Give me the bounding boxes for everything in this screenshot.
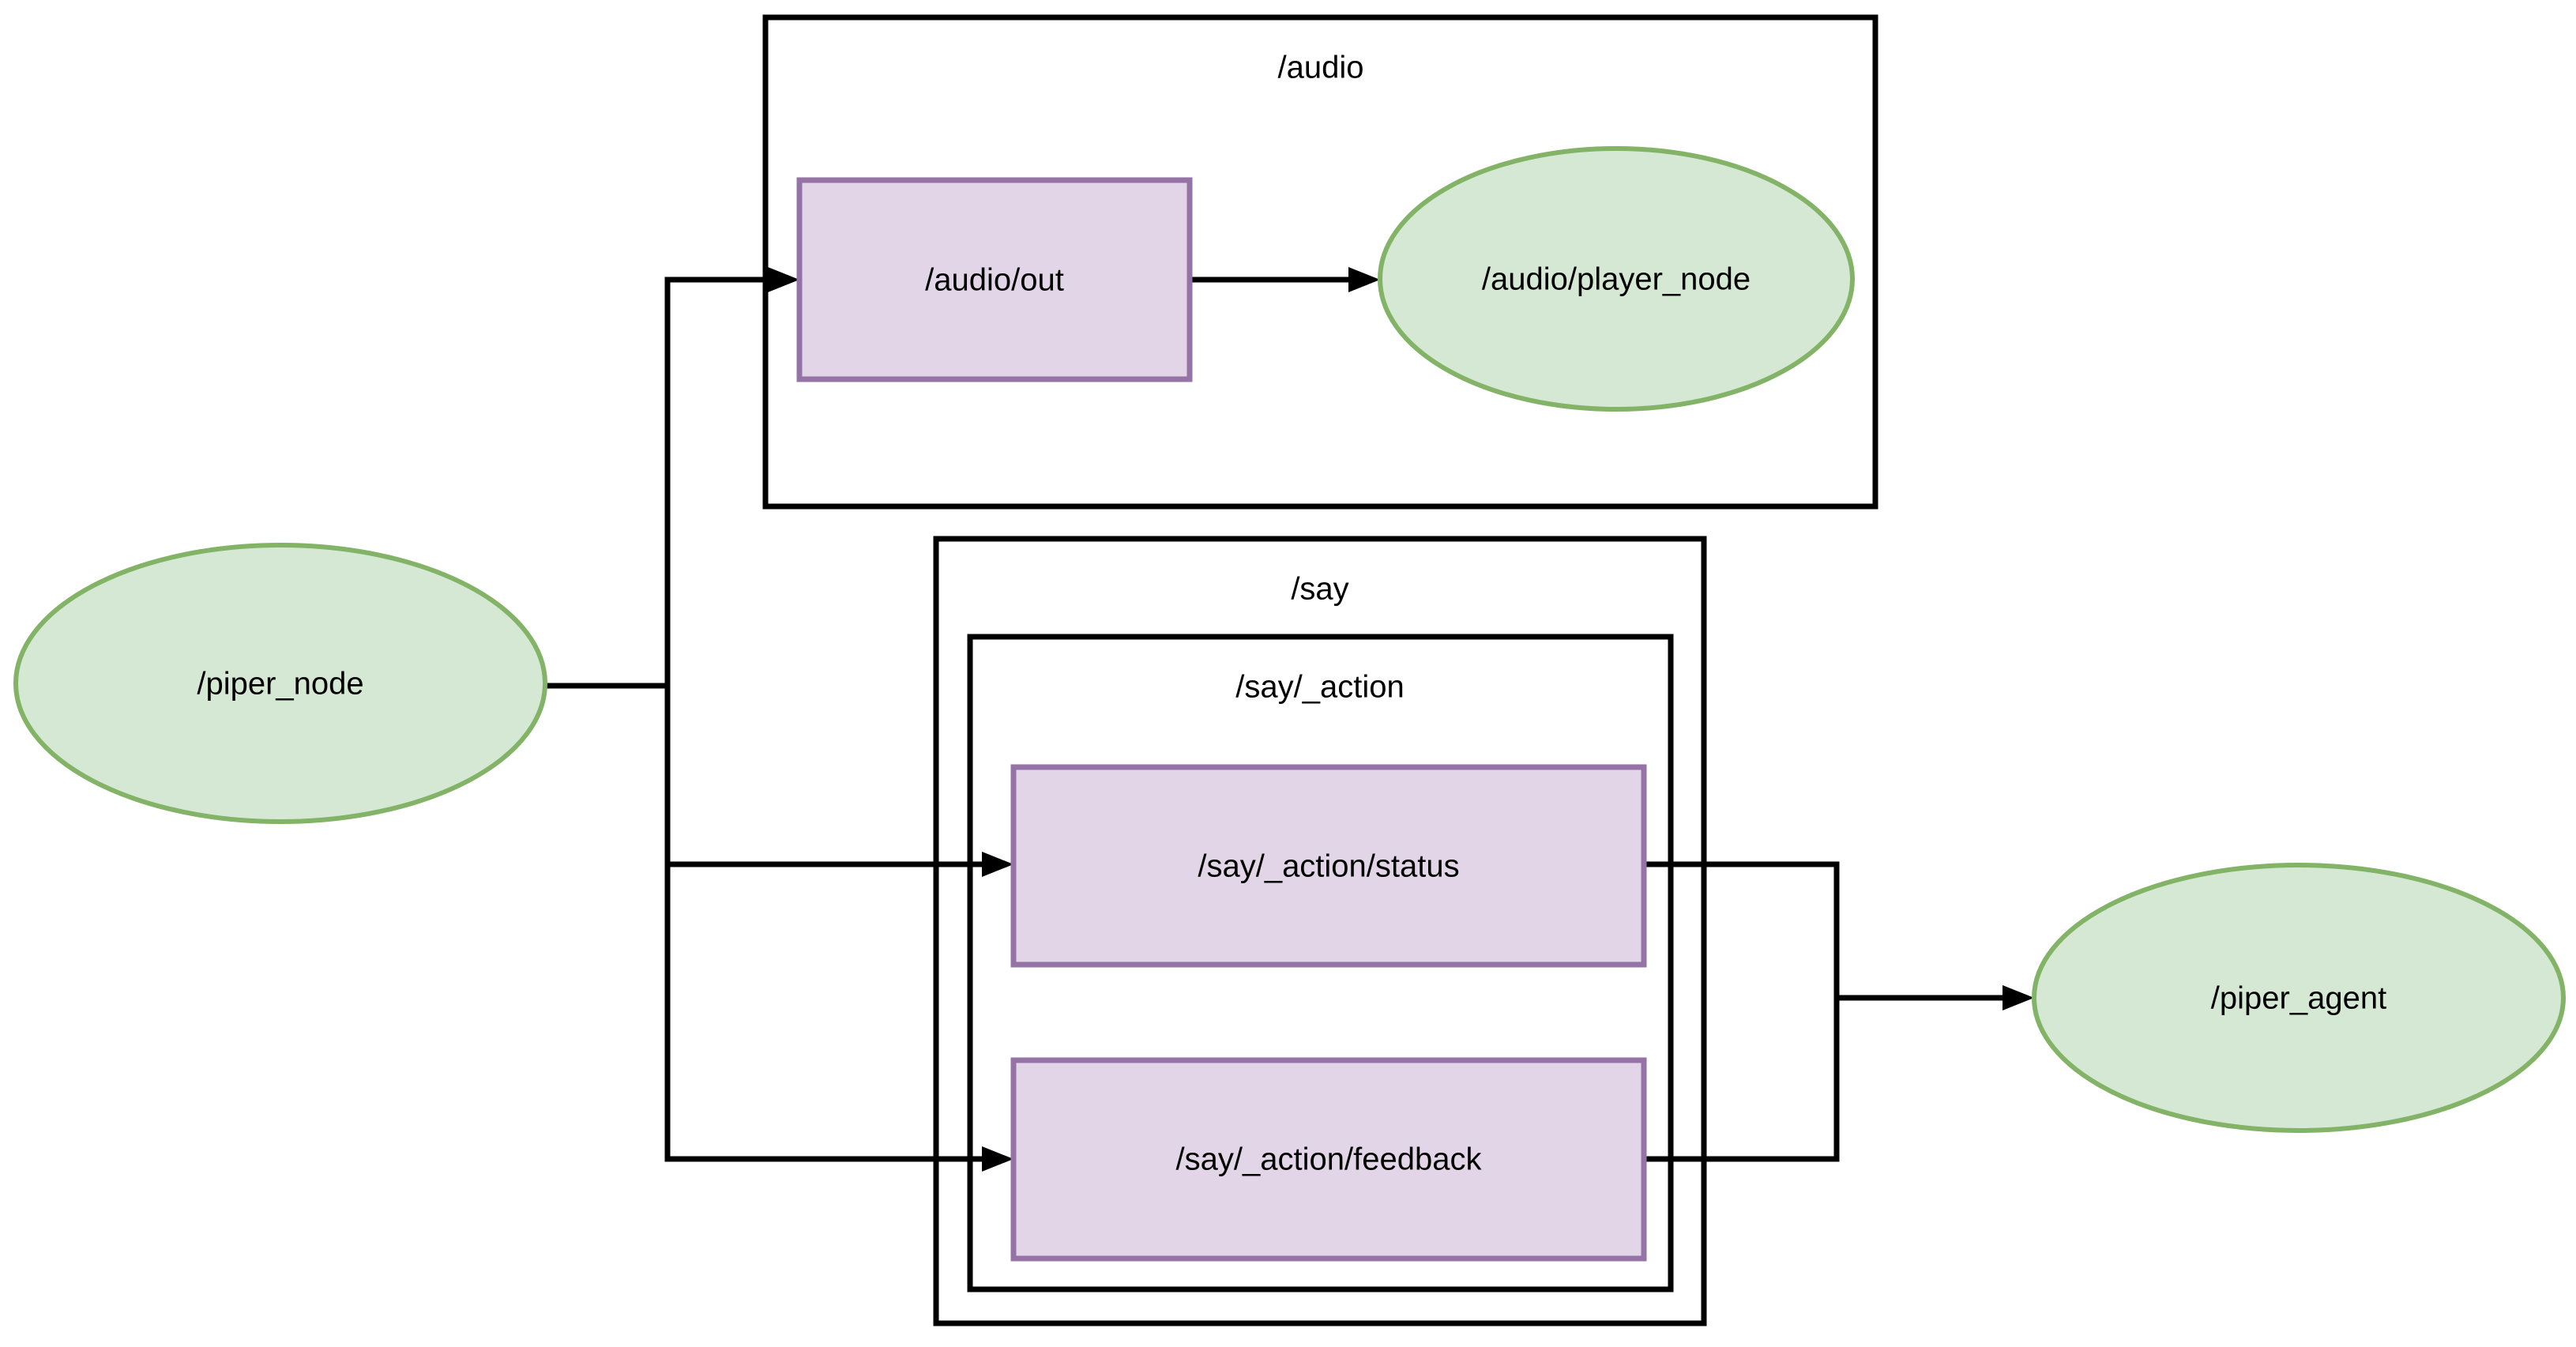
edge-piper-node-to-audio-out (545, 267, 799, 689)
node-say-action-feedback[interactable]: /say/_action/feedback (1010, 1057, 1647, 1262)
node-say-action-status-shape[interactable] (1010, 764, 1647, 968)
edge-status-to-piper-agent (1644, 861, 2034, 1010)
cluster-audio: /audio (762, 14, 1878, 510)
node-say-action-status[interactable]: /say/_action/status (1010, 764, 1647, 968)
cluster-audio-label: /audio (1278, 51, 1364, 85)
edge-piper-node-to-feedback (664, 864, 1013, 1172)
node-audio-player-node-shape[interactable] (1378, 146, 1855, 412)
node-say-action-feedback-shape[interactable] (1010, 1057, 1647, 1262)
edge-piper-node-to-status (664, 686, 1013, 877)
node-piper-node-label: /piper_node (197, 667, 363, 702)
arrow-head-icon (1348, 267, 1380, 292)
edge-audio-out-to-player-node (1190, 267, 1380, 292)
cluster-say-border (933, 536, 1707, 1326)
arrow-head-icon (982, 852, 1013, 877)
node-piper-agent-shape[interactable] (2032, 863, 2566, 1133)
node-piper-agent[interactable]: /piper_agent (2032, 863, 2566, 1133)
cluster-audio-border (762, 14, 1878, 510)
cluster-say: /say (933, 536, 1707, 1326)
cluster-say-action: /say/_action (967, 634, 1674, 1292)
node-piper-agent-label: /piper_agent (2211, 981, 2386, 1016)
node-piper-node-shape[interactable] (13, 543, 547, 824)
node-say-action-status-label: /say/_action/status (1198, 849, 1459, 884)
arrow-head-icon (768, 267, 799, 292)
node-audio-out-shape[interactable] (796, 177, 1193, 382)
node-audio-player-node-label: /audio/player_node (1482, 262, 1751, 297)
node-say-action-feedback-label: /say/_action/feedback (1176, 1142, 1483, 1177)
cluster-say-action-label: /say/_action (1235, 670, 1404, 705)
node-audio-out[interactable]: /audio/out (796, 177, 1193, 382)
cluster-say-action-border (967, 634, 1674, 1292)
edge-feedback-to-piper-agent (1644, 998, 1840, 1162)
cluster-say-label: /say (1291, 572, 1348, 607)
node-audio-out-label: /audio/out (925, 263, 1064, 298)
node-piper-node[interactable]: /piper_node (13, 543, 547, 824)
arrow-head-icon (982, 1146, 1013, 1172)
node-audio-player-node[interactable]: /audio/player_node (1378, 146, 1855, 412)
arrow-head-icon (2003, 985, 2034, 1010)
